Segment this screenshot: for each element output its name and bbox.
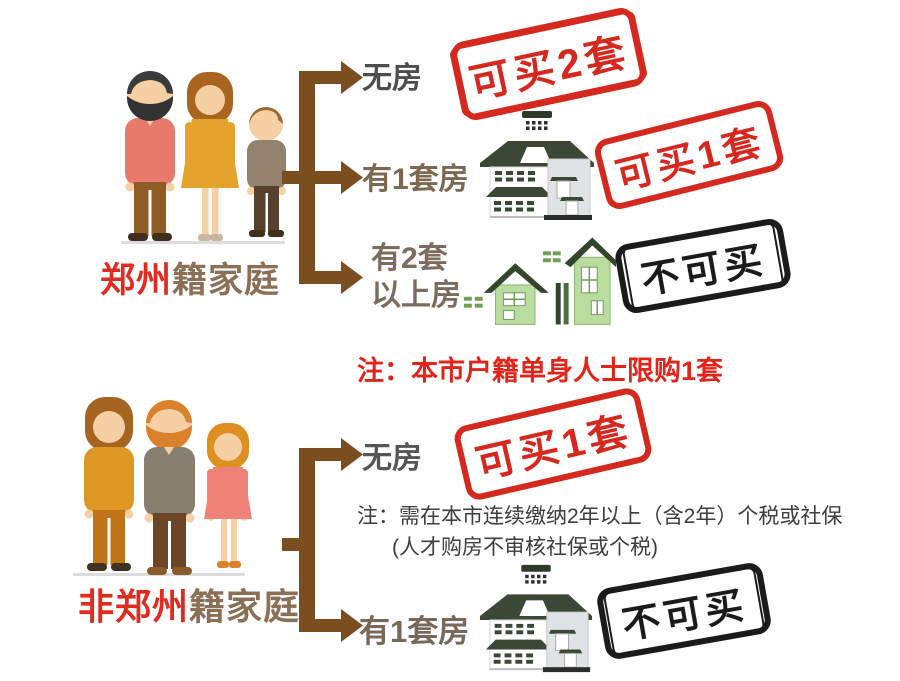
non-zhengzhou-branch-no-house-label: 无房 <box>362 442 422 475</box>
non-zhengzhou-branch-one-house-label: 有1套房 <box>359 614 470 649</box>
stamp-can-buy-1-top: 可买1套 <box>591 98 787 212</box>
stamp-can-buy-1-bottom: 可买1套 <box>451 385 655 503</box>
zhengzhou-single-person-note: 注：本市户籍单身人士限购1套 <box>357 356 724 386</box>
white-house-icon <box>480 111 594 220</box>
stamp-cannot-buy-top: 不可买 <box>613 216 793 316</box>
stamp-cannot-buy-bottom: 不可买 <box>595 560 773 662</box>
family-dad-mom-boy-illustration <box>121 71 286 244</box>
stamp-can-buy-2: 可买2套 <box>448 5 649 123</box>
green-houses-icon <box>463 237 616 325</box>
non-zhengzhou-family-label-rest: 籍家庭 <box>189 586 301 627</box>
white-house-icon-bottom <box>479 564 593 673</box>
zhengzhou-branch-one-house-label: 有1套房 <box>362 163 469 196</box>
family-mom-dad-girl-illustration <box>73 397 252 576</box>
non-zhengzhou-family-label-highlight: 非郑州 <box>78 586 190 627</box>
non-zhengzhou-family-label: 非郑州籍家庭 <box>78 578 300 630</box>
non-zhengzhou-branch-arrows <box>282 438 363 642</box>
social-security-note-line1: 注：需在本市连续缴纳2年以上（含2年）个税或社保 <box>357 505 843 528</box>
zhengzhou-family-label-rest: 籍家庭 <box>172 261 281 300</box>
zhengzhou-branch-arrows <box>282 61 363 294</box>
zhengzhou-family-label-highlight: 郑州 <box>100 261 173 300</box>
zhengzhou-family-label: 郑州籍家庭 <box>100 252 280 303</box>
zhengzhou-branch-no-house-label: 无房 <box>362 62 422 95</box>
zhengzhou-branch-two-houses-label: 有2套 以上房 <box>371 241 461 314</box>
two-houses-label-line2: 以上房 <box>371 278 461 312</box>
two-houses-label-line1: 有2套 <box>371 242 448 275</box>
social-security-note-line2: (人才购房不审核社保或个税) <box>392 536 658 559</box>
